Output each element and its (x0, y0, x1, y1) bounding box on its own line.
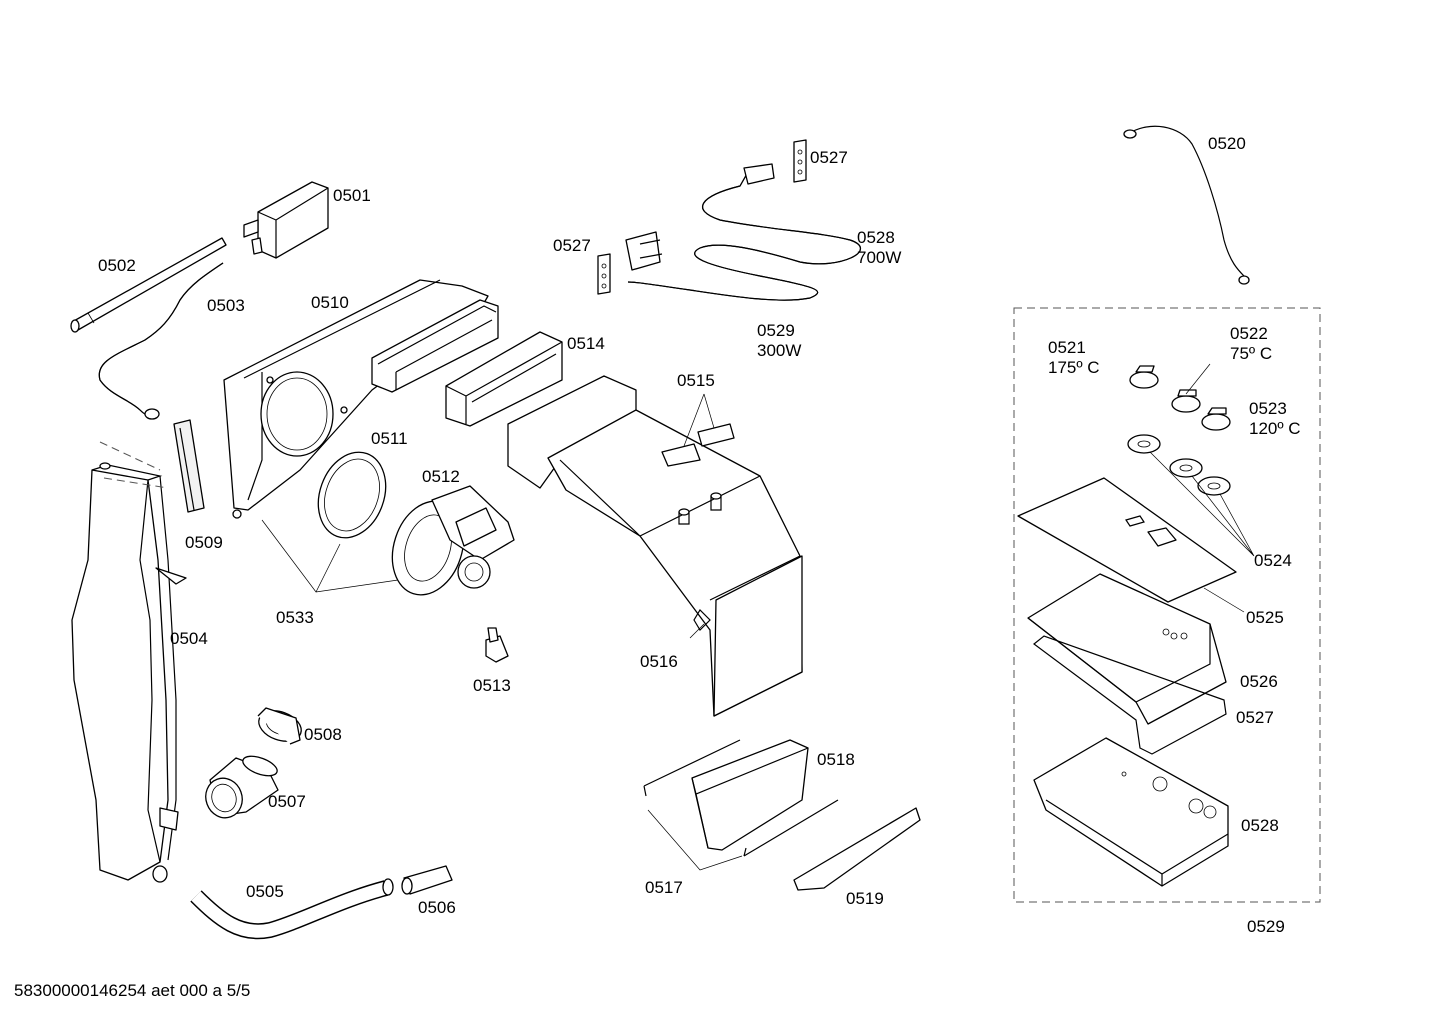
part-0502-drawing (70, 237, 227, 333)
part-0514-drawing (445, 331, 563, 427)
part-0504-drawing (71, 441, 187, 883)
label-0529-power: 300W (757, 341, 802, 360)
label-0522-temp: 75º C (1230, 344, 1273, 363)
label-0504: 0504 (170, 629, 208, 648)
part-0501-drawing (243, 181, 329, 259)
label-0522: 0522 75º C (1230, 324, 1272, 364)
label-0521-code: 0521 (1048, 338, 1086, 357)
label-0524: 0524 (1254, 551, 1292, 570)
part-0509-drawing (173, 419, 205, 513)
label-0527-top: 0527 (810, 148, 848, 167)
part-0520-drawing (1123, 125, 1250, 285)
label-0516: 0516 (640, 652, 678, 671)
part-0527-seal-drawing (1033, 635, 1227, 755)
thermostat-drawings (1129, 363, 1231, 431)
part-0511-drawing (317, 451, 387, 539)
label-0515: 0515 (677, 371, 715, 390)
label-0513: 0513 (473, 676, 511, 695)
part-0518-drawing (691, 739, 809, 851)
label-0519: 0519 (846, 889, 884, 908)
part-0505-drawing (190, 878, 394, 940)
part-0528-base-drawing (1033, 737, 1229, 887)
label-0520: 0520 (1208, 134, 1246, 153)
part-0503-drawing (98, 262, 224, 420)
label-0527-kit: 0527 (1236, 708, 1274, 727)
label-0518: 0518 (817, 750, 855, 769)
label-0528-code: 0528 (857, 228, 895, 247)
part-0516-drawing (507, 375, 803, 717)
part-0510-drawing (223, 279, 499, 519)
label-0529-kit: 0529 (1247, 917, 1285, 936)
part-0519-drawing (793, 807, 921, 891)
label-0503: 0503 (207, 296, 245, 315)
label-0501: 0501 (333, 186, 371, 205)
label-0533: 0533 (276, 608, 314, 627)
label-0514: 0514 (567, 334, 605, 353)
label-0517: 0517 (645, 878, 683, 897)
document-footer-code: 58300000146254 aet 000 a 5/5 (14, 981, 251, 1000)
part-0508-drawing (257, 707, 302, 745)
label-0529-code: 0529 (757, 321, 795, 340)
label-0507: 0507 (268, 792, 306, 811)
label-0527-left: 0527 (553, 236, 591, 255)
leader-0533 (261, 519, 399, 593)
part-0524-drawing (1127, 434, 1255, 557)
label-0526: 0526 (1240, 672, 1278, 691)
part-0512-drawing (391, 485, 515, 596)
label-0528-kit: 0528 (1241, 816, 1279, 835)
label-0523: 0523 120º C (1249, 399, 1301, 439)
label-0522-code: 0522 (1230, 324, 1268, 343)
label-0528-heater: 0528 700W (857, 228, 901, 268)
label-0521: 0521 175º C (1048, 338, 1100, 378)
label-0528-power: 700W (857, 248, 902, 267)
part-0517-drawing (643, 739, 839, 871)
label-0525: 0525 (1246, 608, 1284, 627)
label-0508: 0508 (304, 725, 342, 744)
part-0513-drawing (485, 627, 509, 663)
label-0529-heater: 0529 300W (757, 321, 801, 361)
label-0502: 0502 (98, 256, 136, 275)
label-0523-temp: 120º C (1249, 419, 1301, 438)
part-0528-0529-heater-drawing (625, 163, 861, 301)
part-0527-bracket-drawing (597, 139, 807, 295)
part-0526-drawing (1027, 573, 1227, 725)
kit-0529-outline (1013, 307, 1321, 903)
part-0506-drawing (401, 865, 453, 895)
label-0523-code: 0523 (1249, 399, 1287, 418)
label-0505: 0505 (246, 882, 284, 901)
label-0506: 0506 (418, 898, 456, 917)
label-0511: 0511 (371, 429, 408, 448)
part-0507-drawing (205, 755, 279, 819)
label-0510: 0510 (311, 293, 349, 312)
label-0521-temp: 175º C (1048, 358, 1100, 377)
label-0512: 0512 (422, 467, 460, 486)
part-0525-drawing (1017, 477, 1245, 613)
label-0509: 0509 (185, 533, 223, 552)
